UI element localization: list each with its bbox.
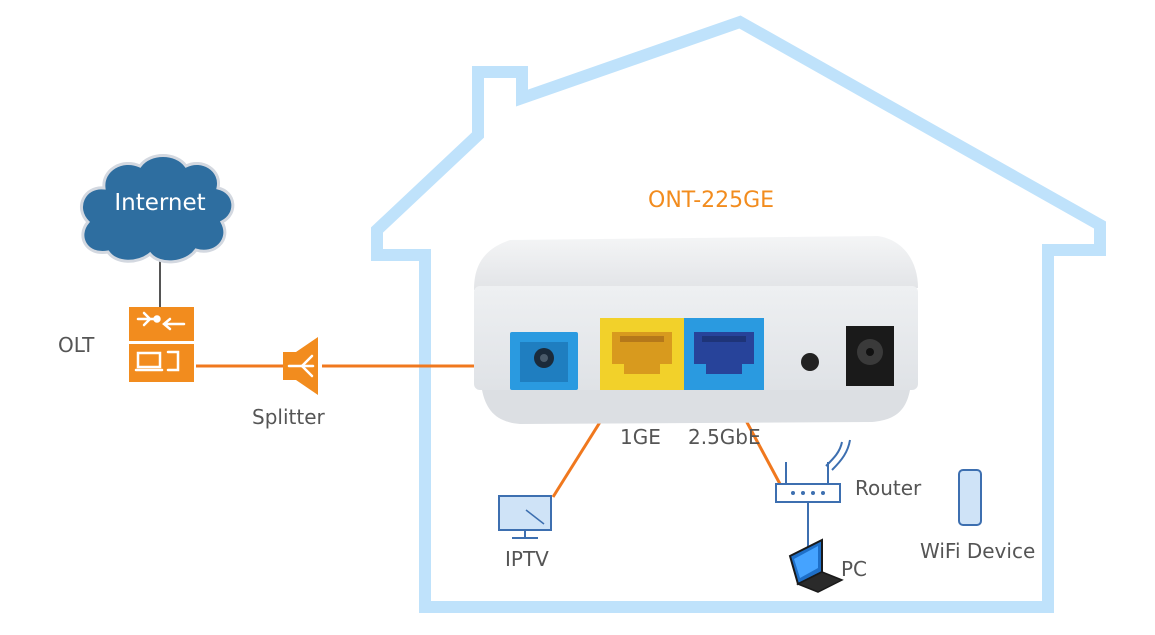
power-jack [846, 326, 894, 386]
splitter-label: Splitter [252, 405, 325, 429]
internet-label: Internet [114, 190, 205, 216]
port-25gbe [684, 318, 764, 390]
port-1ge [600, 318, 684, 390]
pon-port [510, 332, 578, 390]
ont-title: ONT-225GE [648, 188, 774, 213]
router-icon [775, 439, 851, 503]
pc-label: PC [841, 557, 867, 581]
iptv-monitor-icon [498, 495, 552, 539]
port-25gbe-label: 2.5GbE [688, 425, 761, 449]
wifi-device-label: WiFi Device [920, 539, 1035, 563]
olt-label: OLT [58, 333, 95, 357]
house-outline [371, 15, 1106, 613]
reset-hole [801, 353, 819, 371]
ont-device-icon [474, 236, 918, 424]
phone-icon [958, 469, 982, 526]
port-1ge-label: 1GE [620, 425, 661, 449]
cloud-icon: Internet [79, 154, 235, 264]
router-label: Router [855, 476, 922, 500]
laptop-icon [788, 538, 844, 593]
iptv-label: IPTV [505, 547, 549, 571]
olt-icon [129, 307, 194, 382]
splitter-icon [283, 337, 318, 395]
